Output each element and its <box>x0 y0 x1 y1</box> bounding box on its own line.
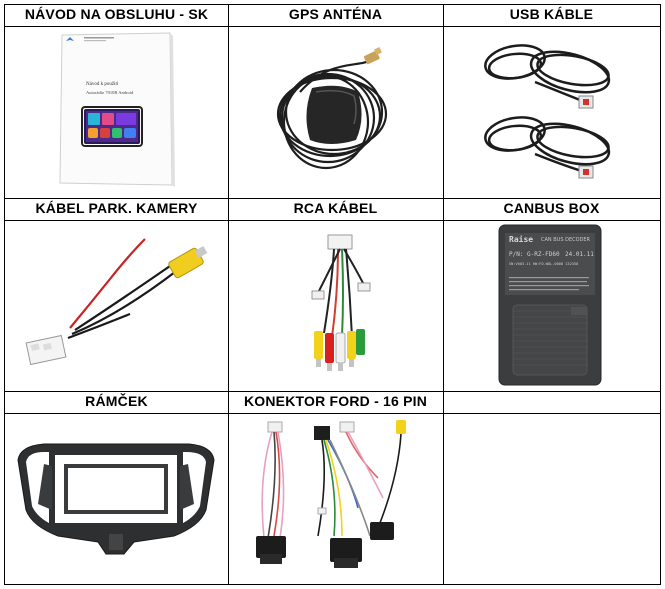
antenna-puck <box>306 85 362 144</box>
camera-cable-image <box>20 234 215 382</box>
manual-title: Návod k použití <box>86 82 119 87</box>
manual-image: Návod k použití Autorádio 7010B Android <box>59 32 180 188</box>
grid-line <box>4 220 661 221</box>
canbus-box-image: Raise CAN BUS DECODER P/N: G-RZ-FD60 24.… <box>498 224 602 386</box>
grid-line <box>4 391 661 392</box>
ford-connector-image <box>238 418 433 578</box>
gps-antenna-image <box>270 47 400 188</box>
header-manual: NÁVOD NA OBSLUHU - SK <box>24 6 209 22</box>
header-rca-cable: RCA KÁBEL <box>293 200 378 216</box>
frame-image <box>14 440 219 558</box>
sma-connector <box>363 50 380 65</box>
grid-line <box>228 4 229 585</box>
grid-line <box>4 413 661 414</box>
header-canbus-box: CANBUS BOX <box>503 200 600 216</box>
header-empty <box>443 392 660 413</box>
canbus-serial: SN:V003.11 HW:FD-WDL-0008 132358 <box>509 262 579 266</box>
canbus-part-number: P/N: G-RZ-FD60 <box>509 251 560 258</box>
header-parking-camera-cable: KÁBEL PARK. KAMERY <box>35 200 198 216</box>
header-usb-cables: USB KÁBLE <box>509 6 594 22</box>
grid-line <box>660 4 661 585</box>
usb-cables-image <box>475 32 635 192</box>
rca-cable-image <box>298 233 378 381</box>
canbus-label: CAN BUS DECODER <box>541 237 591 243</box>
grid-line <box>4 4 661 5</box>
logo-icon <box>66 37 74 41</box>
grid-line <box>443 4 444 585</box>
grid-line <box>4 4 5 585</box>
harness-connector <box>256 536 286 558</box>
grid-line <box>4 584 661 585</box>
header-frame: RÁMČEK <box>85 393 148 409</box>
usb-connector <box>578 95 594 179</box>
grid-line <box>4 198 661 199</box>
header-ford-connector: KONEKTOR FORD - 16 PIN <box>243 393 428 409</box>
rca-plugs <box>314 329 365 371</box>
grid-line <box>4 26 661 27</box>
manual-subtitle: Autorádio 7010B Android <box>86 90 134 95</box>
canbus-date: 24.01.11 <box>565 251 594 258</box>
header-gps-antenna: GPS ANTÉNA <box>288 6 383 22</box>
canbus-brand: Raise <box>509 235 534 244</box>
